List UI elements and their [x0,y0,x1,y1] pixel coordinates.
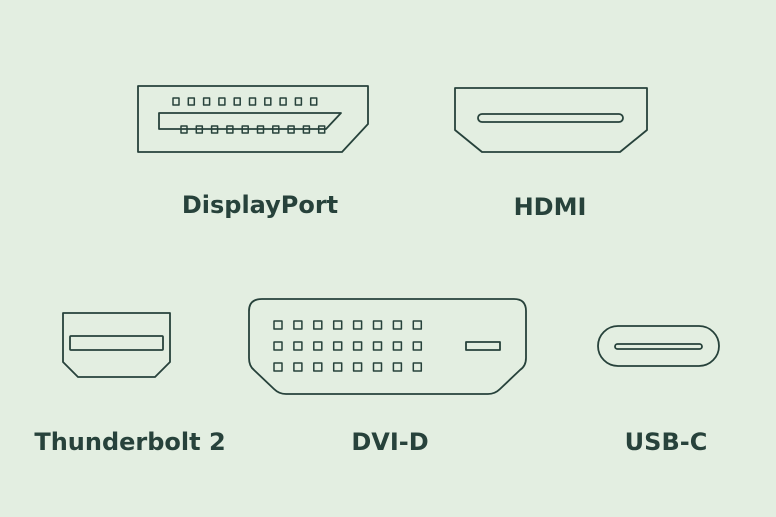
dvi-d-pin [273,341,283,351]
dvi-d-pin [293,341,303,351]
displayport-pin [248,97,257,106]
displayport-pin [202,97,211,106]
dvi-d-pin [293,320,303,330]
dvi-d-pin [392,320,403,330]
dvi-d-pin [352,341,363,351]
hdmi-connector-icon [454,87,648,153]
dvi-d-connector-icon [248,298,527,395]
dvi-d-pin [273,362,283,372]
displayport-pin [210,125,219,134]
displayport-pin [317,125,326,134]
thunderbolt-2-connector-icon [62,312,171,378]
thunderbolt-2-label: Thunderbolt 2 [34,428,226,456]
displayport-pin [287,125,295,134]
dvi-d-pin [332,320,343,330]
dvi-d-pin [372,362,383,372]
displayport-pin [294,97,303,106]
dvi-d-pin [273,320,283,330]
dvi-d-pin [412,320,423,330]
dvi-d-pin [332,341,343,351]
dvi-d-pin [412,362,423,372]
displayport-label: DisplayPort [181,191,339,219]
displayport-pin [180,125,188,134]
displayport-pin [226,125,234,134]
dvi-d-pin [372,341,383,351]
dvi-d-pin [352,320,363,330]
dvi-d-label: DVI-D [351,428,429,456]
displayport-pin [264,97,272,106]
dvi-d-pin [313,341,323,351]
dvi-d-pin [332,362,343,372]
displayport-pin [172,97,180,106]
dvi-d-pin [313,320,323,330]
dvi-d-pin [412,341,423,351]
hdmi-label: HDMI [513,193,587,221]
displayport-pin [233,97,241,106]
displayport-pin [195,125,204,134]
usb-c-label: USB-C [624,428,708,456]
dvi-d-pin [313,362,323,372]
dvi-d-pin [293,362,303,372]
dvi-d-pin [392,362,403,372]
displayport-pin [309,97,318,106]
displayport-pin [279,97,287,106]
dvi-d-pin [372,320,383,330]
displayport-pin [218,97,226,106]
displayport-pin [256,125,265,134]
displayport-connector-icon [137,85,369,153]
displayport-pin [241,125,249,134]
displayport-pin [302,125,311,134]
displayport-pin [187,97,196,106]
usb-c-connector-icon [597,325,720,367]
dvi-d-pin [392,341,403,351]
dvi-d-pin [352,362,363,372]
displayport-pin [272,125,280,134]
